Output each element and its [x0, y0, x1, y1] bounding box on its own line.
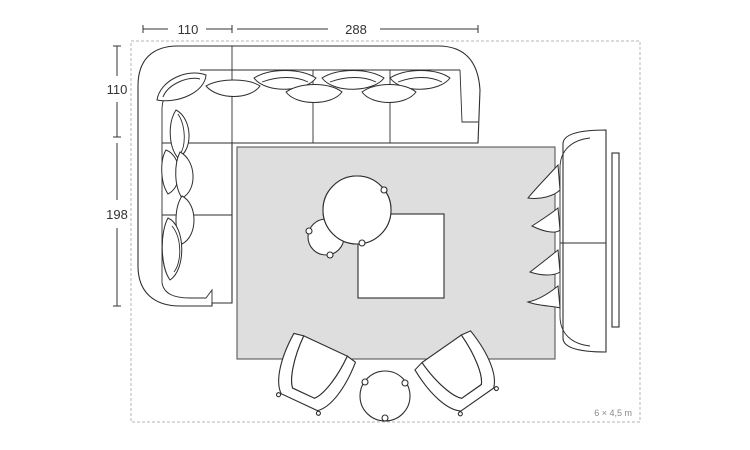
dimension-depth-top: 110	[107, 45, 128, 138]
armchair-icon	[275, 332, 357, 416]
dimension-width-right: 288	[237, 22, 479, 37]
sofa-icon	[526, 129, 620, 353]
dimension-depth-side: 198	[106, 143, 128, 307]
pillow-icon	[205, 79, 261, 97]
dimension-label: 110	[178, 22, 199, 37]
pillow-icon	[161, 149, 194, 199]
round-side-table-icon	[359, 370, 411, 422]
pillow-icon	[361, 84, 417, 103]
dimension-width-left: 110	[142, 22, 233, 37]
pillow-icon	[285, 84, 343, 103]
room-size-label: 6 × 4,5 m	[594, 408, 632, 418]
dimension-label: 110	[107, 82, 128, 97]
dimension-label: 198	[106, 207, 128, 222]
pillow-icon	[161, 217, 183, 281]
pillow-icon	[169, 109, 190, 159]
round-side-table-top	[322, 175, 392, 245]
pillow-icon	[156, 72, 207, 102]
dimension-label: 288	[345, 22, 367, 37]
pillow-icon	[253, 70, 317, 90]
pillow-icon	[321, 70, 385, 90]
armchair-icon	[414, 330, 499, 417]
